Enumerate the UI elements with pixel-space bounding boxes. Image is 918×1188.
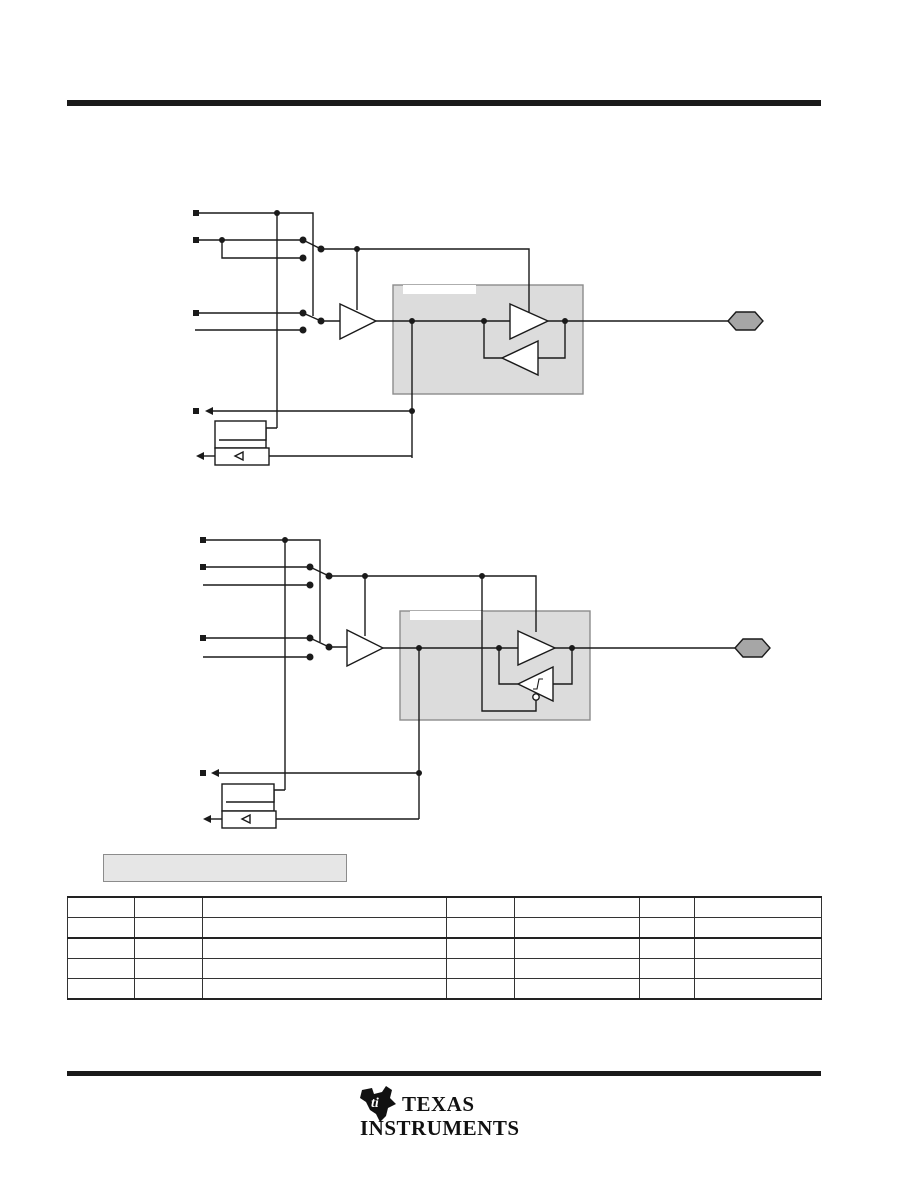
table-cell <box>202 917 447 939</box>
latch-block-upper <box>214 420 267 449</box>
shaded-pad-region-1 <box>392 284 584 395</box>
junction-dots-1 <box>219 210 568 414</box>
ti-map-icon: ti <box>360 1086 396 1122</box>
table-cell <box>67 958 135 979</box>
table-cell <box>446 917 515 939</box>
small-buffer-icon <box>233 450 244 462</box>
terminal-2d <box>200 770 206 776</box>
table-cell <box>694 937 822 959</box>
wire <box>538 320 566 359</box>
table-cell <box>134 937 203 959</box>
wire <box>329 575 537 632</box>
table-row <box>67 978 822 1000</box>
shaded-region-label-tab-2 <box>410 611 483 620</box>
table-cell <box>134 917 203 939</box>
io-pad-hexagon-1 <box>727 311 764 331</box>
table-cell <box>694 958 822 979</box>
table-row <box>67 896 822 918</box>
table-row <box>67 937 822 959</box>
wire <box>481 576 537 712</box>
output-driver-triangle <box>509 302 550 341</box>
table-cell <box>67 937 135 959</box>
terminal-1b <box>193 237 199 243</box>
table-row <box>67 958 822 979</box>
wire <box>221 240 303 259</box>
table-cell <box>514 937 640 959</box>
shaded-region-label-tab-1 <box>403 285 476 294</box>
shaded-pad-region-2 <box>399 610 591 721</box>
table-cell <box>134 958 203 979</box>
latch-block-upper <box>221 783 275 812</box>
table-cell <box>514 917 640 939</box>
wire <box>553 647 573 685</box>
arrow-left-icon <box>211 769 219 777</box>
schematic-2 <box>200 537 771 829</box>
logo-word-texas: TEXAS <box>402 1092 475 1116</box>
table-cell <box>202 978 447 1000</box>
table-cell <box>202 958 447 979</box>
junction-dots-2 <box>282 537 575 776</box>
table-cell <box>134 978 203 1000</box>
texas-instruments-logo: ti TEXAS INSTRUMENTS <box>356 1084 520 1144</box>
io-pad-hexagon-2 <box>734 638 771 658</box>
terminal-2b <box>200 564 206 570</box>
header-rule <box>67 100 821 106</box>
arrow-left-icon <box>196 452 204 460</box>
terminal-1c <box>193 310 199 316</box>
table-cell <box>202 937 447 959</box>
table-cell <box>694 978 822 1000</box>
latch-block-lower <box>221 810 277 829</box>
table-cell <box>639 978 695 1000</box>
table-cell <box>639 917 695 939</box>
enable-bubble <box>532 693 540 701</box>
output-driver-triangle <box>517 629 557 667</box>
terminal-1d <box>193 408 199 414</box>
switch-contact <box>309 566 330 577</box>
table-cell <box>67 896 135 918</box>
table-cell <box>694 917 822 939</box>
latch-block-lower <box>214 447 270 466</box>
buffer-triangle <box>339 302 378 341</box>
table-cell <box>514 958 640 979</box>
wire <box>498 648 518 685</box>
table-cell <box>134 896 203 918</box>
wire <box>199 212 314 316</box>
table-cell <box>67 978 135 1000</box>
table-cell <box>514 896 640 918</box>
table-cell <box>639 958 695 979</box>
arrow-left-icon <box>205 407 213 415</box>
table-cell <box>514 978 640 1000</box>
buffer-triangle <box>346 628 385 668</box>
table-cell <box>446 937 515 959</box>
wire <box>321 248 530 312</box>
wire <box>206 539 321 642</box>
table-cell <box>67 917 135 939</box>
terminal-2a <box>200 537 206 543</box>
table-cell <box>446 978 515 1000</box>
schmitt-trigger-icon <box>533 678 543 690</box>
footer-rule <box>67 1071 821 1076</box>
svg-text:ti: ti <box>371 1096 379 1111</box>
table-cell <box>202 896 447 918</box>
terminal-1a <box>193 210 199 216</box>
schematic-1 <box>193 210 764 466</box>
terminal-2c <box>200 635 206 641</box>
table-cell <box>446 958 515 979</box>
table-cell <box>694 896 822 918</box>
table-cell <box>446 896 515 918</box>
wire <box>483 321 502 359</box>
switch-contact <box>309 637 330 648</box>
table-cell <box>639 937 695 959</box>
data-table <box>67 896 822 1000</box>
table-caption-box <box>103 854 347 882</box>
arrow-left-icon <box>203 815 211 823</box>
logo-word-instruments: INSTRUMENTS <box>360 1116 520 1140</box>
small-buffer-icon <box>240 813 251 825</box>
table-row <box>67 917 822 939</box>
table-cell <box>639 896 695 918</box>
